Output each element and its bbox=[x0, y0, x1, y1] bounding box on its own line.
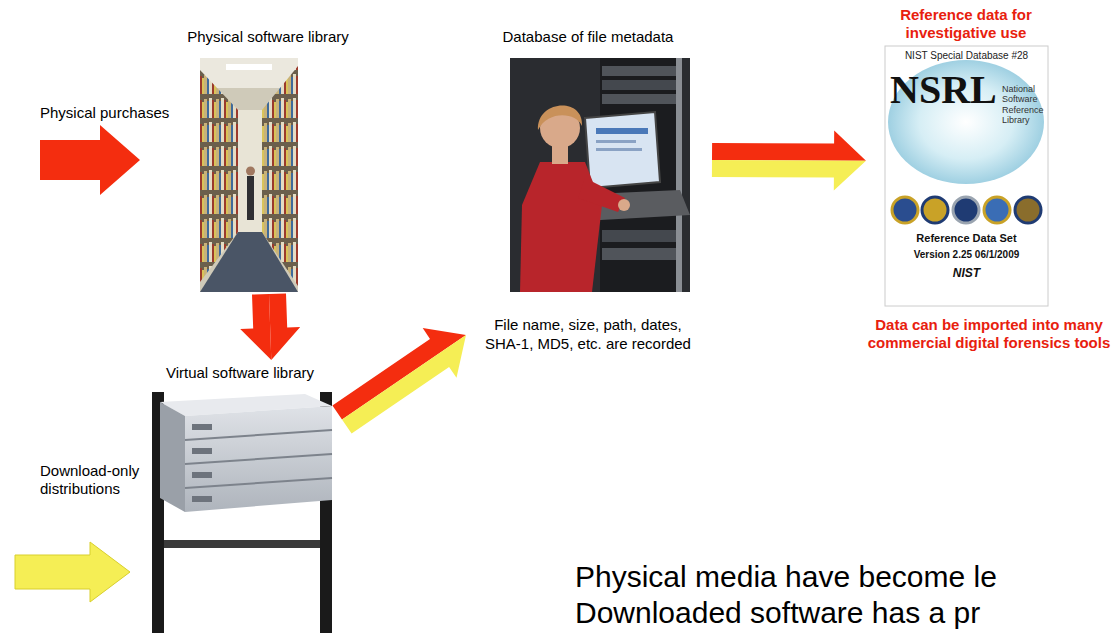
node-text: Reference Data Set bbox=[885, 232, 1048, 245]
node-text: National Software Reference Library bbox=[1002, 84, 1048, 125]
node-text: Data can be imported into many commercia… bbox=[866, 316, 1112, 352]
photo-panel: Physical software library bbox=[170, 28, 368, 294]
block-arrow bbox=[712, 131, 866, 191]
node-text: NIST Special Database #28 bbox=[885, 50, 1048, 62]
photo-panel: Database of file metadataFile name, size… bbox=[466, 28, 712, 358]
library-photo bbox=[200, 58, 298, 292]
node-title: Database of file metadata bbox=[466, 28, 710, 46]
node-title: Physical software library bbox=[170, 28, 366, 46]
server-photo bbox=[152, 392, 332, 633]
server-panel: Virtual software library bbox=[140, 360, 342, 630]
block-arrow bbox=[332, 328, 466, 433]
arrow-shape bbox=[342, 335, 466, 434]
slide-text: Downloaded software has a pr bbox=[575, 596, 980, 630]
arrow-shape bbox=[240, 294, 271, 360]
block-arrow bbox=[240, 293, 300, 360]
logo-panel: Reference data for investigative useNIST… bbox=[866, 4, 1114, 396]
nsrl-logo bbox=[885, 46, 1048, 306]
arrow-shape bbox=[712, 160, 866, 191]
node-text: File name, size, path, dates, SHA-1, MD5… bbox=[476, 316, 700, 354]
slide-text: Physical media have become le bbox=[575, 560, 997, 594]
source-arrow bbox=[40, 125, 140, 195]
source-label: Physical purchases bbox=[40, 104, 169, 122]
node-text: Version 2.25 06/1/2009 bbox=[885, 249, 1048, 261]
arrow-shape bbox=[269, 293, 300, 360]
database-photo bbox=[510, 58, 690, 292]
arrow-shape bbox=[332, 328, 466, 419]
node-text: NSRL bbox=[890, 70, 1000, 110]
node-title: Reference data for investigative use bbox=[866, 6, 1066, 42]
node-text: NIST bbox=[885, 266, 1048, 280]
source-arrow bbox=[15, 542, 130, 602]
arrow-shape bbox=[712, 131, 866, 161]
source-label: Download-only distributions bbox=[40, 462, 150, 498]
node-title: Virtual software library bbox=[140, 364, 340, 382]
